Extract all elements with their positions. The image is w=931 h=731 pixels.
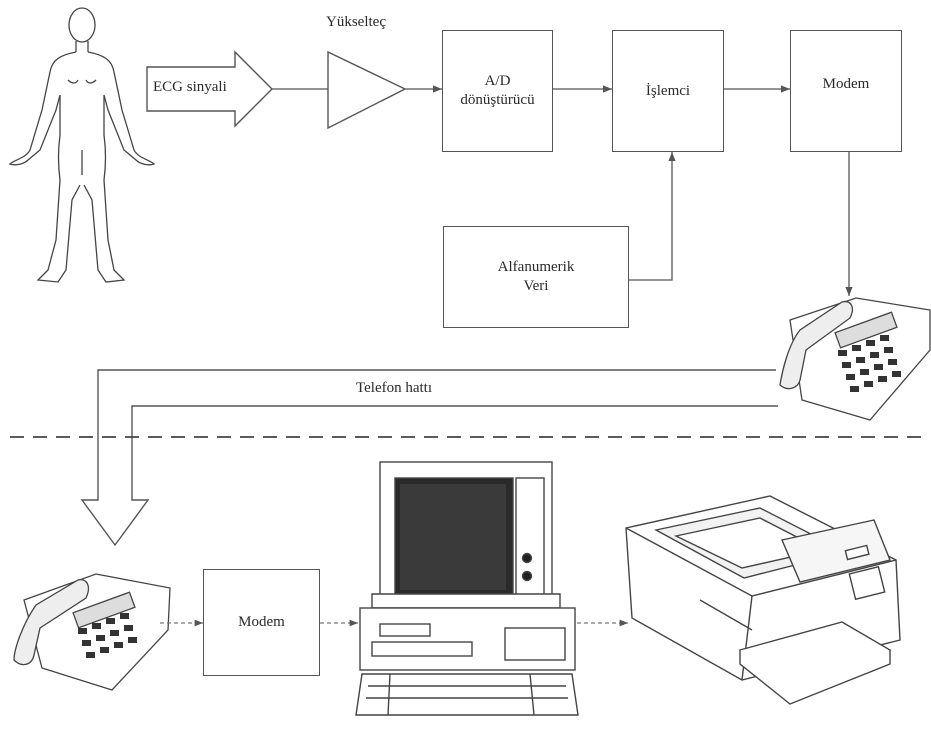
alphanumeric-label-line1: Alfanumerik — [497, 259, 575, 275]
modem-bottom-label: Modem — [238, 614, 285, 630]
processor-label: İşlemci — [645, 82, 691, 99]
alphanumeric-label-line2: Veri — [523, 278, 549, 294]
telephone-icon — [13, 573, 171, 691]
human-figure-icon — [8, 7, 156, 283]
alphanumeric-data-box: Alfanumerik Veri — [443, 226, 629, 328]
computer-icon — [355, 461, 579, 716]
telephone-icon — [779, 297, 931, 421]
ecg-signal-label: ECG sinyali — [153, 79, 227, 95]
phone-line-label: Telefon hattı — [356, 380, 433, 396]
ecg-signal-arrow — [146, 50, 273, 128]
amplifier-triangle-icon — [327, 50, 407, 130]
amplifier-label: Yükselteç — [326, 14, 386, 30]
modem-top-label: Modem — [822, 76, 870, 92]
modem-top-box: Modem — [790, 30, 902, 152]
processor-box: İşlemci — [612, 30, 724, 152]
ad-converter-box: A/D dönüştürücü — [442, 30, 553, 152]
ad-converter-label-line2: dönüştürücü — [460, 92, 535, 108]
modem-bottom-box: Modem — [203, 569, 320, 676]
printer-icon — [625, 495, 901, 705]
ad-converter-label-line1: A/D — [484, 73, 511, 89]
